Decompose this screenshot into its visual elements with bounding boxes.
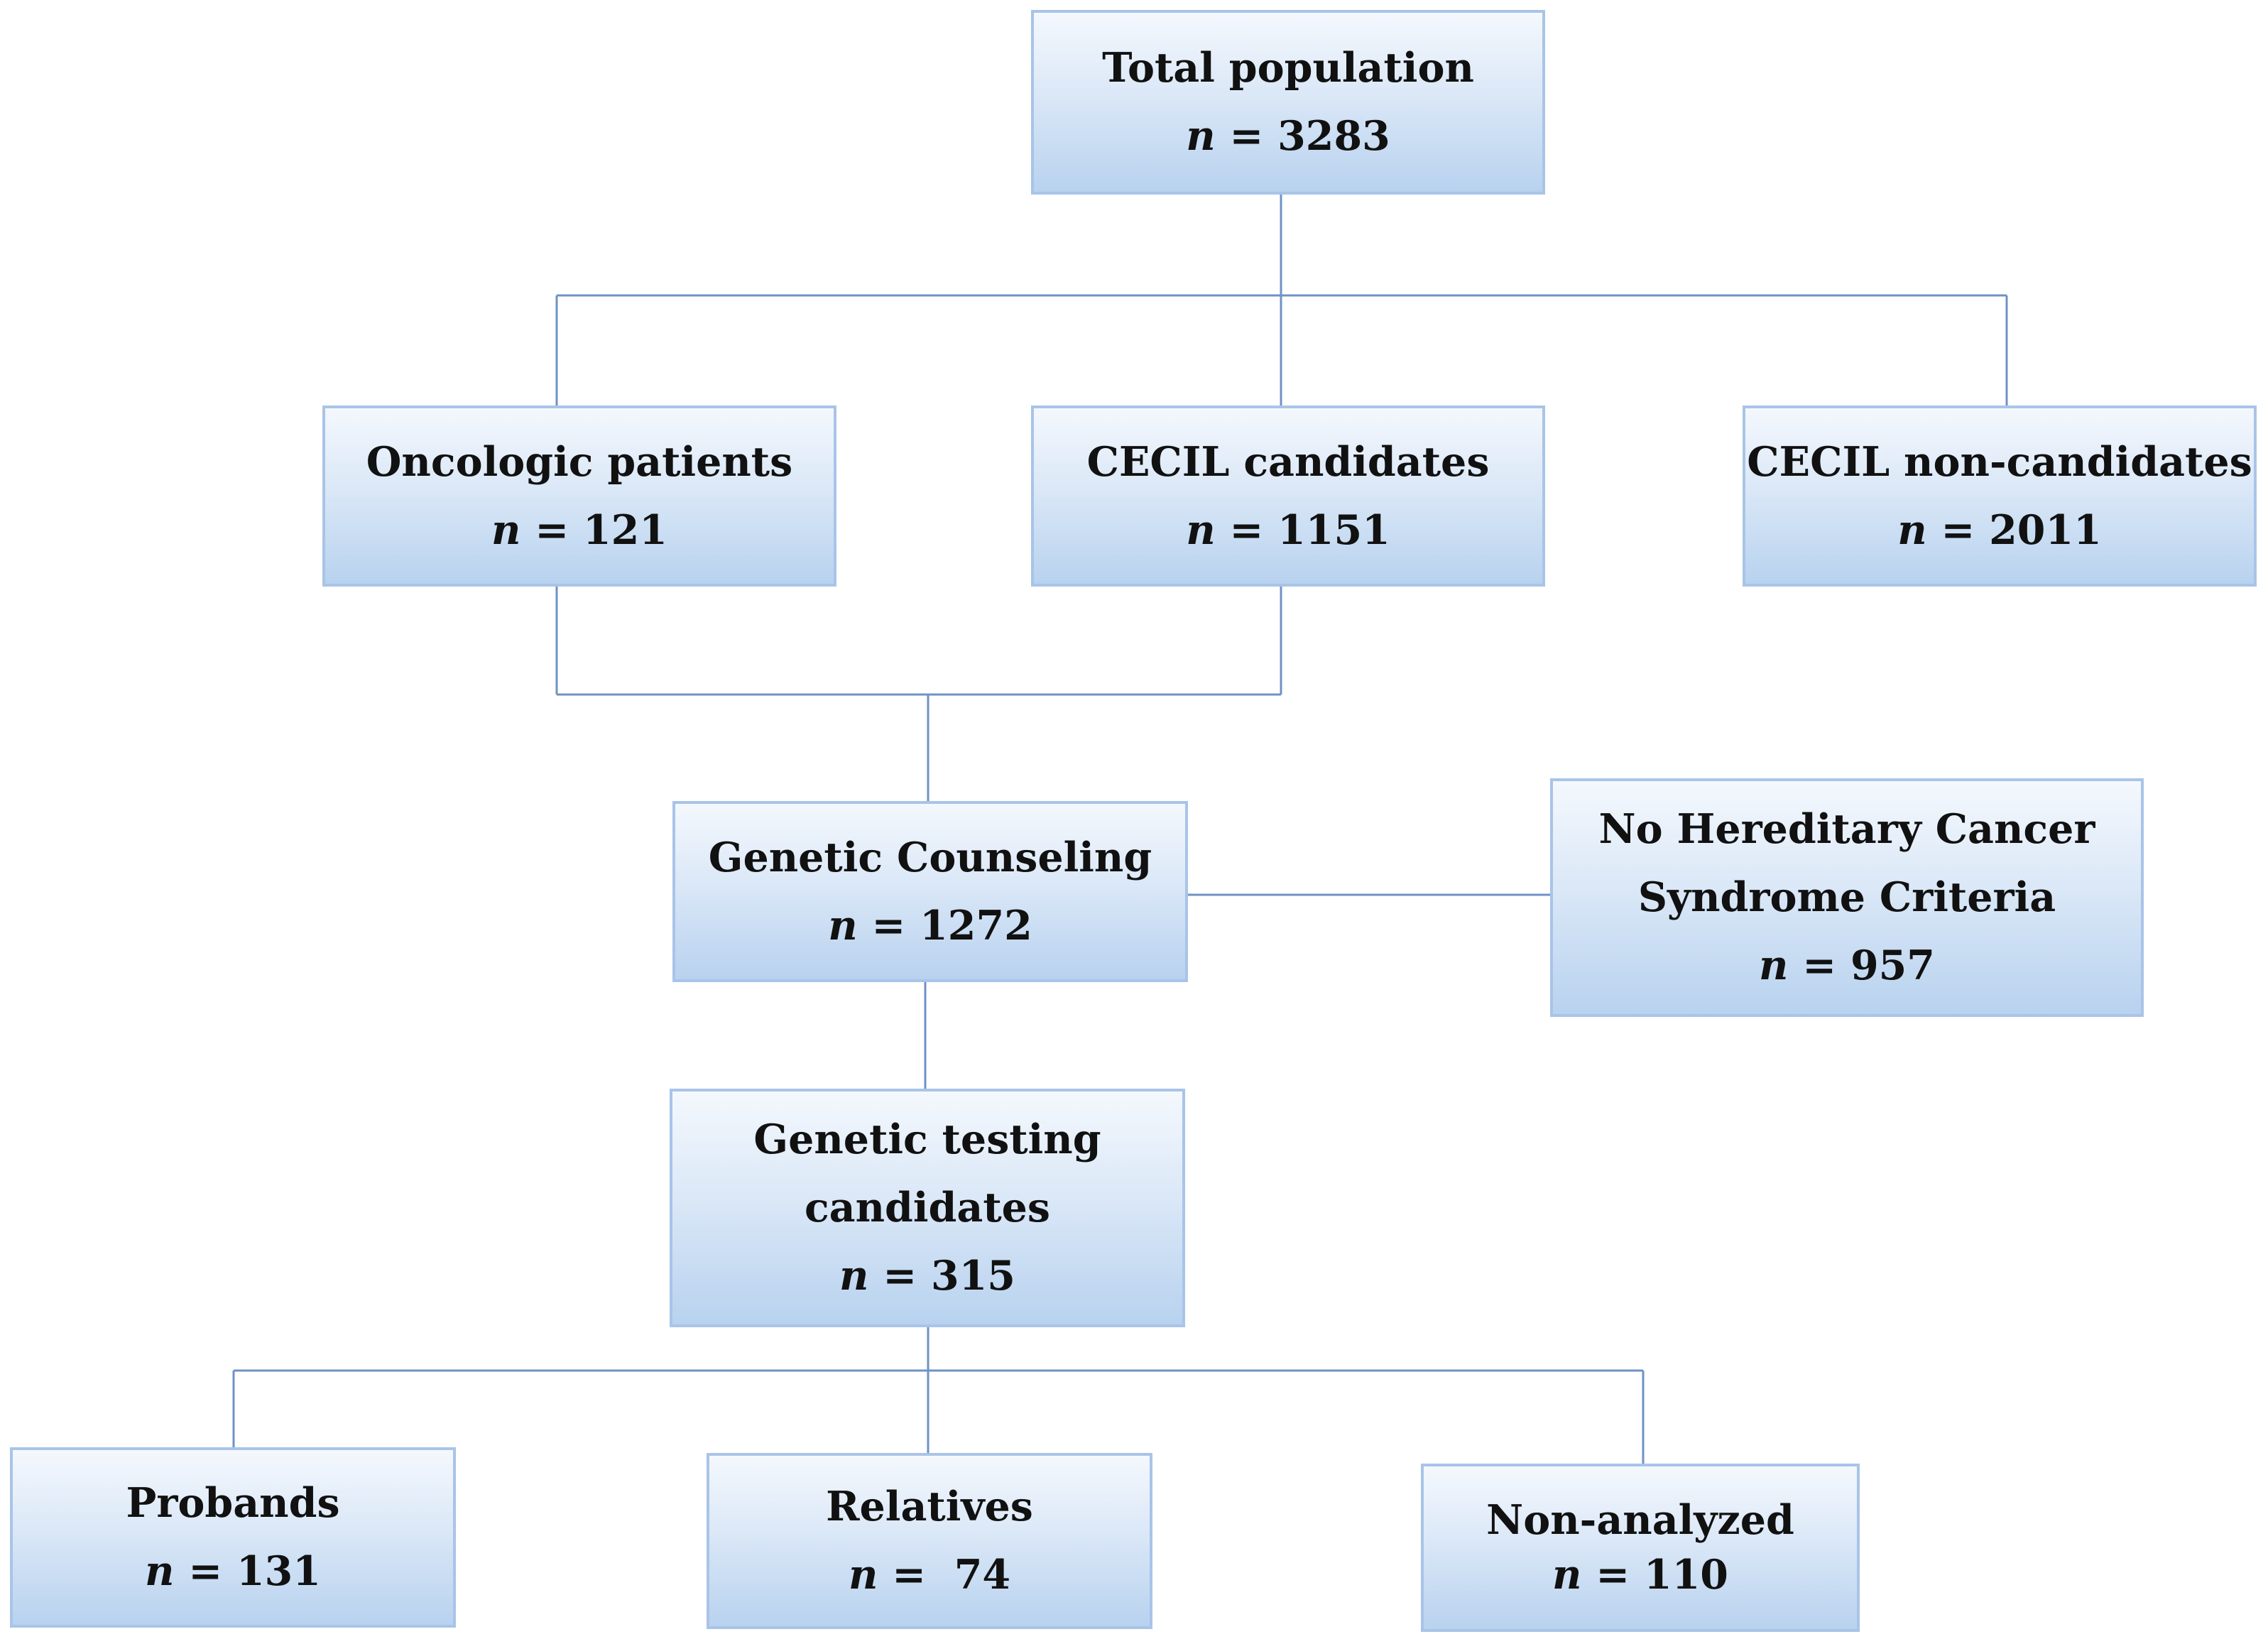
count-prefix: n [145,1547,175,1595]
count-equals: = [520,506,583,554]
node-count: n = 110 [1552,1548,1728,1603]
node-label-line: candidates [804,1184,1051,1232]
node-count: n = 131 [145,1537,321,1606]
count-equals: = [1926,506,1990,554]
node-total-population: Total population n = 3283 [1031,10,1545,195]
node-count: n = 957 [1759,932,1935,1000]
node-label-line: Syndrome Criteria [1637,873,2056,922]
count-value: 121 [582,506,667,554]
node-label-line: CECIL non-candidates [1747,437,2252,486]
count-value: 1151 [1277,506,1390,554]
node-genetic-counseling: Genetic Counseling n = 1272 [672,801,1188,982]
node-label-line: Oncologic patients [366,437,793,486]
count-value: 110 [1643,1550,1728,1599]
count-prefix: n [1759,941,1789,989]
count-equals: = [1581,1550,1644,1599]
node-label-line: Genetic testing [753,1116,1101,1164]
count-value: 2011 [1989,506,2102,554]
count-equals: = [857,901,920,949]
node-label-line: Non-analyzed [1486,1496,1794,1544]
node-probands: Probands n = 131 [10,1447,456,1628]
node-cecil-non-candidates: CECIL non-candidates n = 2011 [1743,405,2257,587]
count-prefix: n [1552,1550,1582,1599]
node-label-line: Relatives [826,1483,1033,1531]
count-equals: = [1788,941,1850,989]
count-prefix: n [1186,112,1216,160]
node-label-line: Probands [126,1479,340,1528]
count-equals: = [1215,506,1278,554]
count-equals: = [174,1547,236,1595]
count-value: 3283 [1277,112,1390,160]
count-value: 315 [930,1251,1015,1300]
count-value: 957 [1850,941,1935,989]
count-prefix: n [1186,506,1216,554]
node-count: n = 3283 [1186,102,1390,170]
count-value: 1272 [920,901,1032,949]
count-equals: = [878,1551,940,1599]
count-value: 131 [236,1547,321,1595]
node-oncologic-patients: Oncologic patients n = 121 [322,405,836,587]
node-relatives: Relatives n = 74 [707,1453,1152,1629]
node-count: n = 315 [839,1242,1015,1310]
node-label-line: No Hereditary Cancer [1598,805,2095,854]
node-genetic-testing-candidates: Genetic testing candidates n = 315 [670,1089,1185,1327]
count-value: 74 [939,1551,1011,1599]
count-prefix: n [491,506,521,554]
count-equals: = [868,1251,931,1300]
count-equals: = [1215,112,1278,160]
count-prefix: n [848,1551,878,1599]
node-count: n = 1151 [1186,496,1390,565]
node-label-line: CECIL candidates [1086,437,1490,486]
node-label-line: Genetic Counseling [708,833,1152,881]
count-prefix: n [839,1251,869,1300]
count-prefix: n [828,901,858,949]
node-count: n = 2011 [1897,496,2102,565]
node-label-line: Total population [1102,44,1474,92]
count-prefix: n [1897,506,1927,554]
node-count: n = 121 [491,496,667,565]
node-cecil-candidates: CECIL candidates n = 1151 [1031,405,1545,587]
node-count: n = 1272 [828,892,1032,960]
node-count: n = 74 [849,1541,1010,1609]
